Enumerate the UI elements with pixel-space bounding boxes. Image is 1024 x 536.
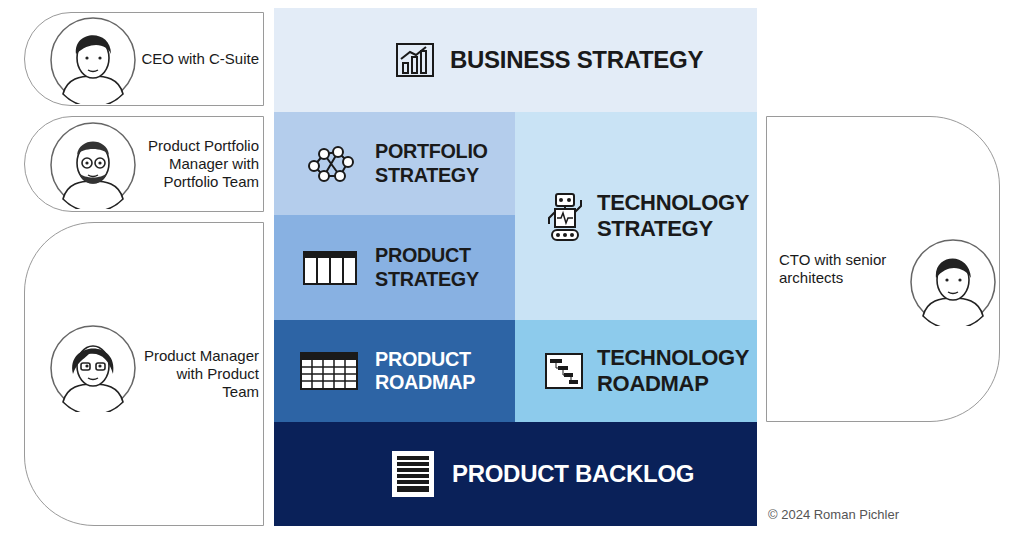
avatar (909, 238, 997, 326)
role-box: Product Portfolio Manager with Portfolio… (24, 116, 264, 212)
person-portrait (909, 238, 997, 330)
strategy-band: BUSINESS STRATEGY (274, 8, 757, 112)
layer-title: BUSINESS STRATEGY (450, 46, 740, 74)
role-box: CEO with C-Suite (24, 12, 264, 106)
role-box: Product Manager with Product Team (24, 222, 264, 526)
backlog-band: PRODUCT BACKLOG (274, 422, 757, 526)
roadmap-box: TECHNOLOGY ROADMAP (515, 320, 757, 422)
icon (396, 43, 434, 81)
layer-title: TECHNOLOGY ROADMAP (597, 345, 753, 397)
layer-title: PRODUCT BACKLOG (452, 460, 742, 488)
icon (545, 353, 583, 393)
role-label: CTO with senior architects (779, 251, 907, 286)
role-label: Product Manager with Product Team (141, 347, 259, 400)
role-box: CTO with senior architects (766, 116, 1000, 422)
person-portrait (49, 121, 137, 213)
role-label: CEO with C-Suite (141, 50, 259, 68)
layer-title: TECHNOLOGY STRATEGY (597, 190, 753, 242)
copyright-note: © 2024 Roman Pichler (768, 507, 899, 522)
icon (392, 451, 434, 501)
roadmap-box: PRODUCT ROADMAP (274, 320, 515, 422)
avatar (49, 324, 137, 412)
strategy-box: PORTFOLIO STRATEGY (274, 112, 515, 215)
avatar (49, 121, 137, 209)
icon (547, 192, 583, 248)
avatar (49, 16, 137, 104)
icon (300, 352, 358, 394)
layer-title: PRODUCT ROADMAP (375, 348, 513, 395)
layer-title: PRODUCT STRATEGY (375, 244, 513, 291)
strategy-box: TECHNOLOGY STRATEGY (515, 112, 757, 320)
role-label: Product Portfolio Manager with Portfolio… (141, 137, 259, 190)
person-portrait (49, 324, 137, 416)
icon (303, 251, 357, 289)
strategy-box: PRODUCT STRATEGY (274, 215, 515, 320)
layer-title: PORTFOLIO STRATEGY (375, 140, 513, 187)
person-portrait (49, 16, 137, 108)
icon (306, 142, 356, 188)
